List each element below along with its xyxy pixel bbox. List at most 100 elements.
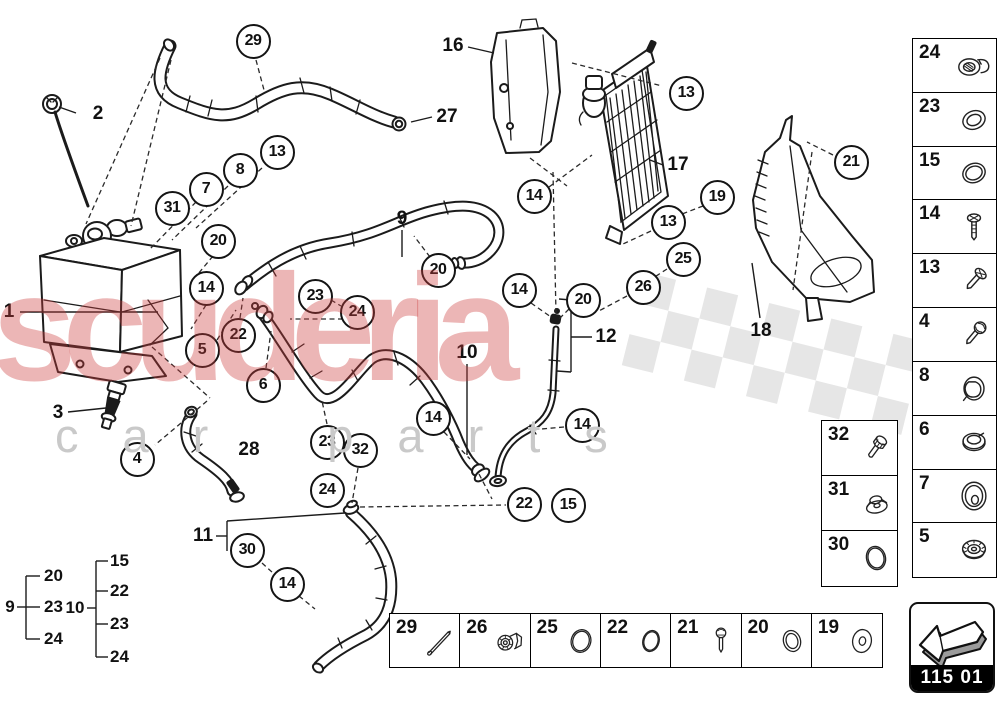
knurled-plug-icon: [493, 624, 527, 658]
callout-label-12[interactable]: 12: [595, 326, 617, 347]
callout-circle-26[interactable]: 26: [625, 269, 661, 305]
callout-label-10[interactable]: 10: [456, 342, 478, 363]
callout-circle-19[interactable]: 19: [699, 179, 735, 215]
callout-number: 15: [559, 496, 577, 513]
callout-label-9[interactable]: 9: [396, 208, 408, 229]
long-stud-icon: [423, 624, 457, 658]
callout-number: 14: [197, 279, 215, 296]
callout-number: 13: [268, 143, 286, 160]
part-cell-22[interactable]: 22: [599, 613, 672, 668]
part-cell-4[interactable]: 4: [912, 307, 997, 363]
part-cell-5[interactable]: 5: [912, 522, 997, 578]
bracket-item-number[interactable]: 24: [44, 629, 63, 648]
part-cell-6[interactable]: 6: [912, 414, 997, 471]
section-code: 115 01: [911, 665, 993, 691]
part-cell-20[interactable]: 20: [740, 613, 813, 668]
callout-number: 20: [574, 291, 592, 308]
part-cell-7[interactable]: 7: [912, 468, 997, 524]
part-cell-8[interactable]: 8: [912, 360, 997, 417]
part-cell-24[interactable]: 24: [912, 38, 997, 94]
callout-number: 22: [229, 326, 247, 343]
callout-label-2[interactable]: 2: [92, 103, 104, 124]
callout-label-1[interactable]: 1: [3, 301, 15, 322]
callout-circle-14[interactable]: 14: [501, 272, 537, 308]
callout-number: 20: [209, 232, 227, 249]
callout-circle-20[interactable]: 20: [420, 252, 456, 288]
callout-circle-14[interactable]: 14: [188, 270, 224, 306]
callout-circle-7[interactable]: 7: [188, 171, 224, 207]
callout-circle-20[interactable]: 20: [565, 282, 601, 318]
part-cell-30[interactable]: 30: [821, 530, 898, 587]
part-cell-19[interactable]: 19: [810, 613, 883, 668]
callout-circle-30[interactable]: 30: [229, 532, 265, 568]
callout-circle-15[interactable]: 15: [550, 487, 586, 523]
part-cell-13[interactable]: 13: [912, 253, 997, 309]
callout-circle-14[interactable]: 14: [564, 407, 600, 443]
callout-label-3[interactable]: 3: [52, 402, 64, 423]
part-cell-23[interactable]: 23: [912, 91, 997, 148]
leader-lines: [17, 46, 834, 658]
callout-circle-8[interactable]: 8: [222, 152, 258, 188]
callout-label-18[interactable]: 18: [750, 320, 772, 341]
bracket-group-label[interactable]: 10: [65, 598, 85, 617]
callout-circle-13[interactable]: 13: [259, 134, 295, 170]
callout-circle-24[interactable]: 24: [309, 472, 345, 508]
callout-number: 22: [515, 495, 533, 512]
callout-number: 20: [429, 261, 447, 278]
bracket-group-label[interactable]: 9: [5, 597, 15, 616]
callout-circle-4[interactable]: 4: [119, 441, 155, 477]
bracket-item-number[interactable]: 15: [110, 551, 129, 570]
part-cell-14[interactable]: 14: [912, 199, 997, 255]
callout-label-27[interactable]: 27: [436, 106, 458, 127]
callout-circle-24[interactable]: 24: [339, 294, 375, 330]
part-cell-31[interactable]: 31: [821, 475, 898, 532]
callout-number: 14: [573, 416, 591, 433]
callout-circle-25[interactable]: 25: [665, 241, 701, 277]
callout-number: 25: [674, 250, 692, 267]
callout-circle-29[interactable]: 29: [235, 23, 271, 59]
bracket-item-number[interactable]: 23: [110, 614, 129, 633]
callout-circle-23[interactable]: 23: [297, 278, 333, 314]
pan-head-screw-angled-icon: [955, 262, 993, 300]
callout-circle-14[interactable]: 14: [415, 400, 451, 436]
callout-circle-22[interactable]: 22: [506, 486, 542, 522]
callout-circle-13[interactable]: 13: [668, 75, 704, 111]
part-cell-15[interactable]: 15: [912, 145, 997, 202]
part-cell-29[interactable]: 29: [389, 613, 461, 668]
callout-number: 14: [278, 575, 296, 592]
callout-circle-13[interactable]: 13: [650, 204, 686, 240]
grommet-icon: [955, 477, 993, 515]
callout-circle-20[interactable]: 20: [200, 223, 236, 259]
callout-number: 14: [510, 281, 528, 298]
callout-circle-31[interactable]: 31: [154, 190, 190, 226]
callout-label-11[interactable]: 11: [192, 525, 214, 546]
section-badge[interactable]: 115 01: [909, 602, 995, 693]
part-number: 26: [466, 617, 488, 638]
part-number: 5: [919, 526, 930, 548]
part-number: 21: [677, 617, 699, 638]
part-number: 25: [536, 617, 558, 638]
callout-circle-32[interactable]: 32: [342, 432, 378, 468]
callout-number: 32: [351, 441, 369, 458]
bracket-item-number[interactable]: 23: [44, 597, 63, 616]
bracket-item-number[interactable]: 22: [110, 581, 129, 600]
part-cell-32[interactable]: 32: [821, 420, 898, 477]
hose-27-art: [153, 39, 401, 129]
part-cell-26[interactable]: 26: [459, 613, 532, 668]
bracket-item-number[interactable]: 24: [110, 647, 129, 666]
callout-label-17[interactable]: 17: [667, 154, 689, 175]
part-number: 19: [817, 617, 840, 638]
callout-circle-14[interactable]: 14: [269, 566, 305, 602]
callout-circle-5[interactable]: 5: [184, 332, 220, 368]
callout-circle-21[interactable]: 21: [833, 144, 869, 180]
callout-circle-22[interactable]: 22: [220, 317, 256, 353]
callout-label-28[interactable]: 28: [238, 439, 260, 460]
callout-circle-6[interactable]: 6: [245, 367, 281, 403]
callout-label-16[interactable]: 16: [442, 35, 464, 56]
callout-circle-23[interactable]: 23: [309, 424, 345, 460]
part-cell-21[interactable]: 21: [670, 613, 743, 668]
part-cell-25[interactable]: 25: [529, 613, 602, 668]
air-duct-art: [490, 18, 561, 154]
callout-circle-14[interactable]: 14: [516, 178, 552, 214]
bracket-item-number[interactable]: 20: [44, 566, 63, 585]
